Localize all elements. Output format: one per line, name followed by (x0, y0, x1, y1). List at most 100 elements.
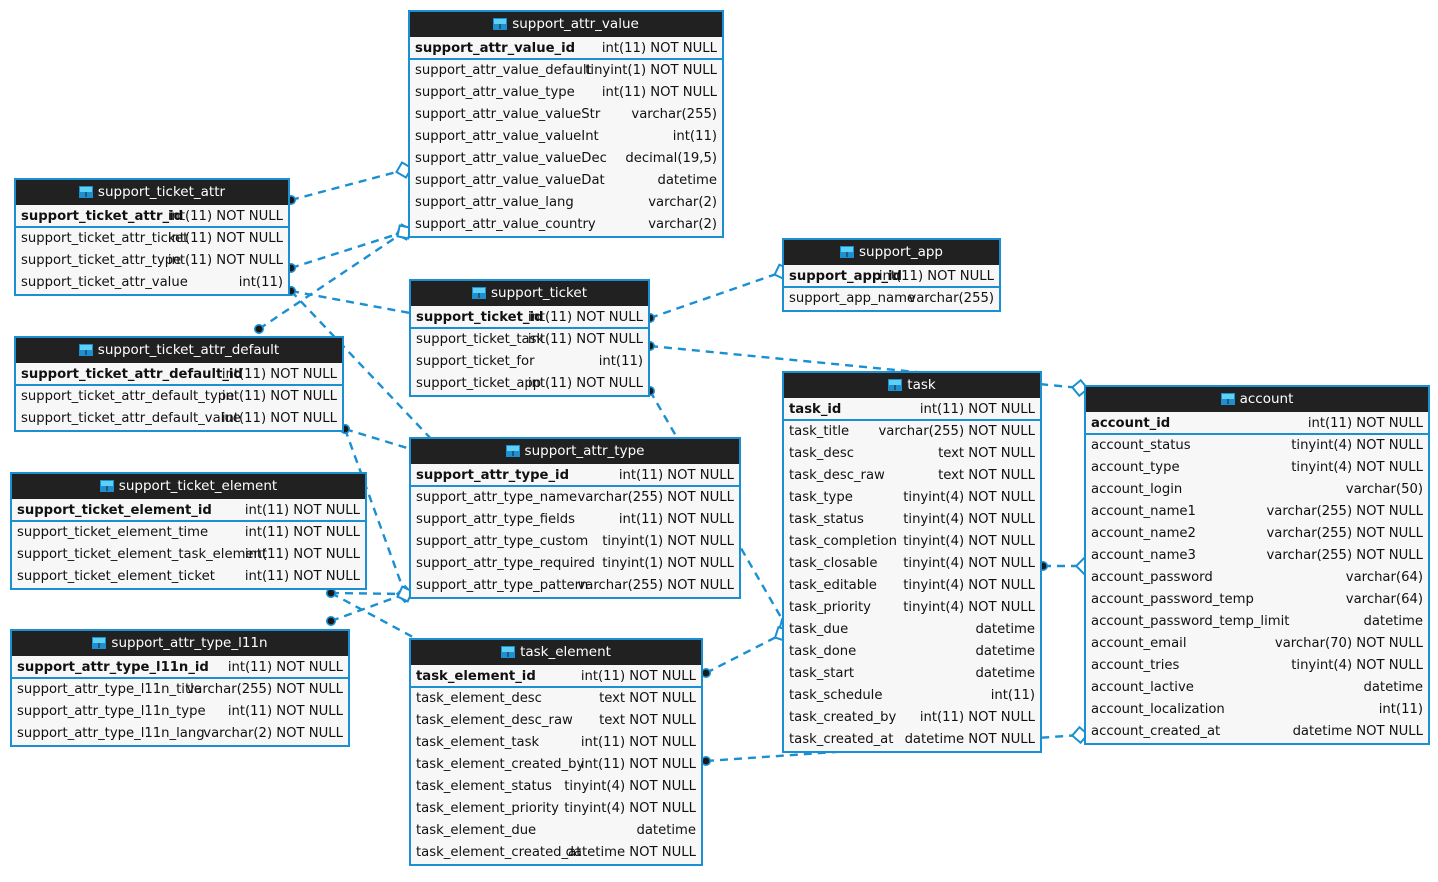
column-name: account_password_temp_limit (1091, 614, 1290, 629)
column-name: task_element_desc_raw (416, 713, 573, 728)
column-type: int(11) (1378, 702, 1423, 717)
column-type: tinyint(4) NOT NULL (1291, 460, 1423, 475)
table-icon (99, 480, 114, 492)
column-type: int(11) NOT NULL (167, 253, 283, 268)
column-name: task_priority (789, 600, 871, 615)
entity-header[interactable]: support_app (784, 240, 999, 265)
entity-header[interactable]: task_element (411, 640, 701, 665)
entity-header[interactable]: account (1086, 387, 1428, 412)
column-type: int(11) NOT NULL (167, 231, 283, 246)
column-type: int(11) NOT NULL (221, 389, 337, 404)
column-type: datetime (1363, 680, 1423, 695)
entity-header[interactable]: support_ticket_attr_default (16, 338, 342, 363)
relation-link (285, 223, 413, 273)
column-type: varchar(255) NOT NULL (577, 490, 735, 505)
column-name: support_ticket_attr_value (21, 275, 188, 290)
table-icon (493, 18, 508, 30)
entity-header[interactable]: support_attr_value (410, 12, 722, 37)
table-icon (78, 186, 93, 198)
column-name: task_created_by (789, 710, 897, 725)
column-type: varchar(64) (1345, 592, 1423, 607)
column-type: varchar(64) (1345, 570, 1423, 585)
column-name: account_email (1091, 636, 1187, 651)
column-name: support_attr_value_country (415, 217, 596, 232)
relation-source-marker (254, 323, 265, 334)
column-name: support_attr_type_l11n_type (17, 704, 206, 719)
column-type: text NOT NULL (599, 713, 696, 728)
entity-table-support_ticket_element[interactable]: support_ticket_element support_ticket_ele… (10, 472, 367, 590)
column-type: decimal(19,5) (625, 151, 717, 166)
column-type: varchar(255) NOT NULL (1266, 548, 1424, 563)
column-name: account_tries (1091, 658, 1180, 673)
entity-header[interactable]: support_ticket_attr (16, 180, 288, 205)
entity-header[interactable]: support_ticket (411, 281, 648, 306)
column-type: int(11) NOT NULL (221, 411, 337, 426)
column-name: support_attr_type_custom (416, 534, 589, 549)
column-name: support_ticket_element_id (17, 503, 212, 518)
column-name: task_element_priority (416, 801, 559, 816)
entity-header[interactable]: support_ticket_element (12, 474, 365, 499)
entity-table-support_attr_type_l11n[interactable]: support_attr_type_l11n support_attr_type_… (10, 629, 350, 747)
column-name: task_desc_raw (789, 468, 885, 483)
relation-source-marker (325, 587, 336, 598)
relation-link (325, 585, 414, 626)
column-type: int(11) NOT NULL (919, 402, 1035, 417)
column-name: support_ticket_attr_type (21, 253, 182, 268)
column-name: task_element_task (416, 735, 540, 750)
column-name: support_app_name (789, 291, 916, 306)
entity-name: support_ticket_attr_default (97, 342, 280, 358)
table-icon (501, 646, 516, 658)
column-type: varchar(50) (1345, 482, 1423, 497)
column-name: support_app_id (789, 269, 902, 284)
column-type: tinyint(4) NOT NULL (564, 779, 696, 794)
column-type: varchar(255) (908, 291, 994, 306)
column-type: datetime (975, 622, 1035, 637)
entity-header[interactable]: support_attr_type (411, 439, 739, 464)
column-type: int(11) NOT NULL (878, 269, 994, 284)
entity-name: task (907, 377, 936, 393)
column-name: support_attr_value_lang (415, 195, 574, 210)
column-type: tinyint(4) NOT NULL (903, 534, 1035, 549)
entity-name: support_attr_value (512, 16, 639, 32)
column-type: int(11) NOT NULL (919, 710, 1035, 725)
column-name: support_ticket_attr_default_type (21, 389, 235, 404)
column-type: tinyint(1) NOT NULL (585, 63, 717, 78)
column-name: task_editable (789, 578, 877, 593)
table-icon (888, 379, 903, 391)
entity-table-support_ticket_attr_default[interactable]: support_ticket_attr_default support_ticke… (14, 336, 344, 432)
entity-header[interactable]: task (784, 373, 1040, 398)
column-name: account_created_at (1091, 724, 1221, 739)
column-type: int(11) NOT NULL (527, 310, 643, 325)
entity-header[interactable]: support_attr_type_l11n (12, 631, 348, 656)
column-type: int(11) NOT NULL (244, 547, 360, 562)
